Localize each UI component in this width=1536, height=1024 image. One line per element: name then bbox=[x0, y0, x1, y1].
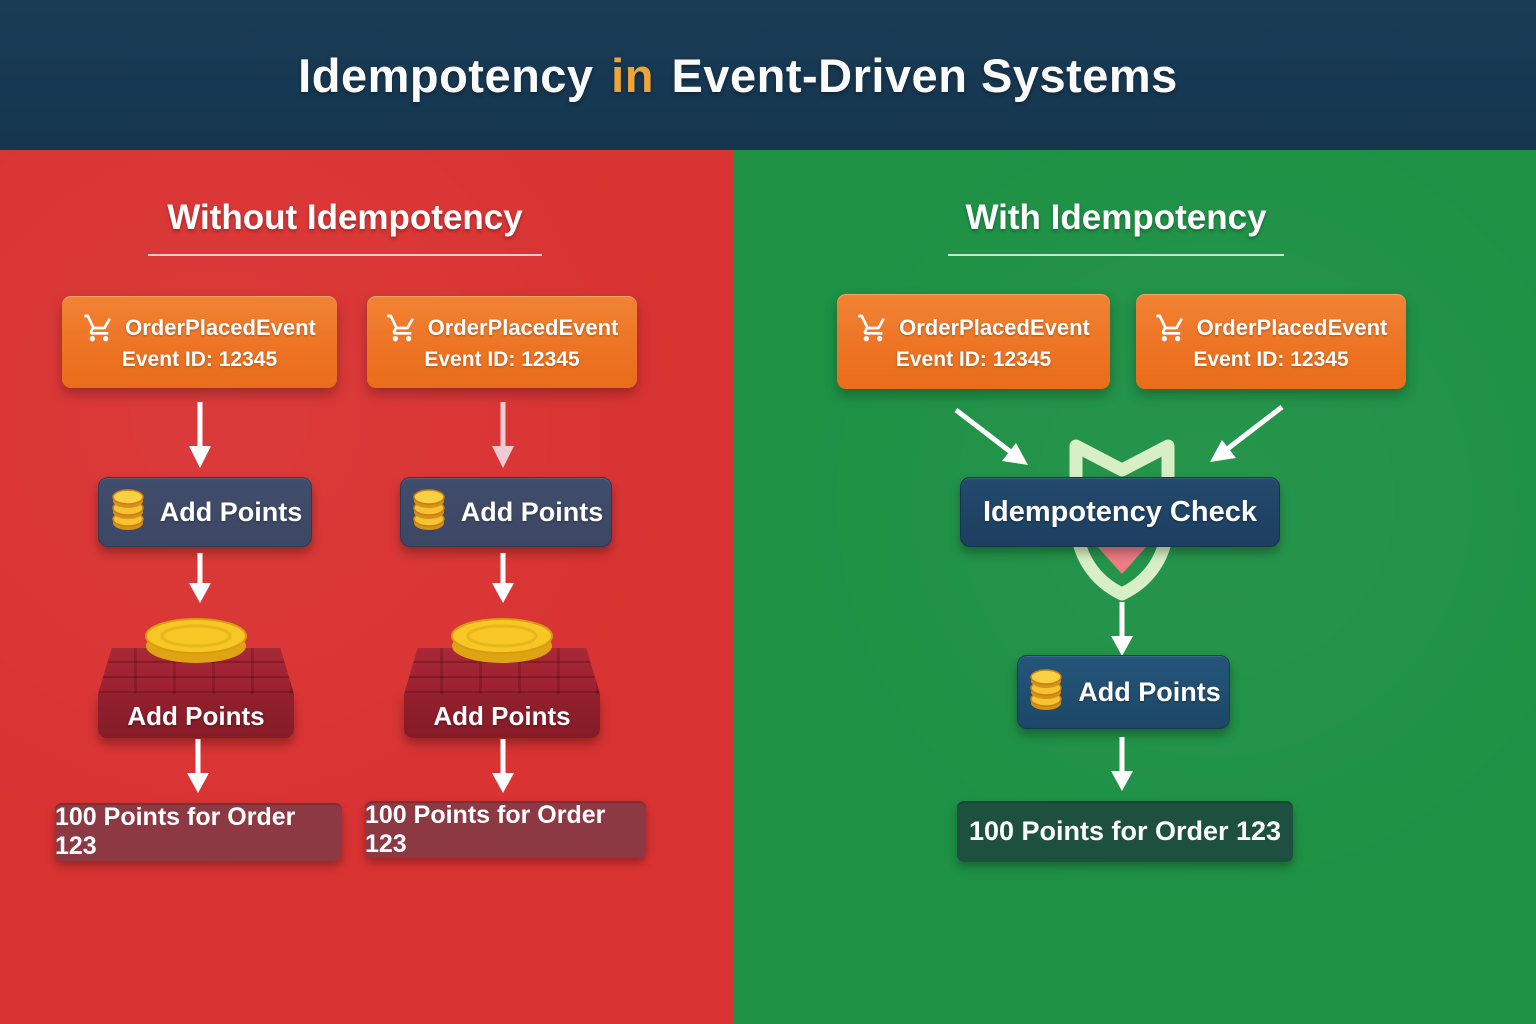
points-wallet: Add Points bbox=[404, 606, 600, 738]
result-badge: 100 Points for Order 123 bbox=[957, 801, 1293, 862]
coins-icon bbox=[108, 486, 148, 539]
event-node: OrderPlacedEvent Event ID: 12345 bbox=[837, 294, 1110, 389]
cart-icon bbox=[857, 312, 889, 344]
event-node: OrderPlacedEvent Event ID: 12345 bbox=[367, 296, 637, 388]
heading-with-idempotency: With Idempotency bbox=[948, 198, 1284, 256]
event-title: OrderPlacedEvent bbox=[427, 315, 619, 340]
event-title: OrderPlacedEvent bbox=[125, 315, 316, 340]
add-points-handler: Add Points bbox=[400, 477, 612, 547]
event-id: Event ID: 12345 bbox=[121, 348, 278, 371]
handler-label: Add Points bbox=[159, 496, 303, 527]
arrow-down-icon bbox=[1111, 737, 1133, 791]
header: Idempotency in Event-Driven Systems bbox=[0, 0, 1536, 150]
add-points-handler: Add Points bbox=[98, 477, 312, 547]
brick-platform-base: Add Points bbox=[98, 694, 294, 738]
event-id: Event ID: 12345 bbox=[895, 347, 1052, 371]
event-node: OrderPlacedEvent Event ID: 12345 bbox=[1136, 294, 1406, 389]
result-badge: 100 Points for Order 123 bbox=[365, 801, 646, 858]
duplicate-blocked-icon bbox=[1095, 544, 1149, 574]
points-wallet: Add Points bbox=[98, 606, 294, 738]
arrow-down-icon bbox=[492, 553, 514, 603]
check-label: Idempotency Check bbox=[983, 495, 1257, 528]
coin-icon bbox=[446, 606, 558, 671]
cart-icon bbox=[386, 312, 418, 344]
handler-label: Add Points bbox=[460, 496, 604, 527]
result-label: 100 Points for Order 123 bbox=[365, 800, 606, 858]
panel-without-idempotency bbox=[0, 150, 733, 1024]
idempotency-check-node: Idempotency Check bbox=[960, 477, 1280, 547]
arrow-down-icon bbox=[1111, 602, 1133, 656]
title-prefix: Idempotency bbox=[298, 48, 594, 102]
coins-icon bbox=[1026, 666, 1066, 719]
event-title: OrderPlacedEvent bbox=[1196, 314, 1388, 340]
heading-without-idempotency: Without Idempotency bbox=[148, 198, 542, 256]
brick-platform-base: Add Points bbox=[404, 694, 600, 738]
event-id: Event ID: 12345 bbox=[1193, 347, 1349, 371]
cart-icon bbox=[83, 312, 115, 344]
add-points-handler: Add Points bbox=[1017, 655, 1230, 729]
title-highlight: in bbox=[611, 48, 654, 102]
cart-icon bbox=[1155, 312, 1187, 344]
result-label: 100 Points for Order 123 bbox=[55, 803, 296, 860]
coins-icon bbox=[409, 486, 449, 539]
arrow-down-icon bbox=[189, 402, 211, 468]
wallet-label: Add Points bbox=[433, 700, 571, 731]
arrow-down-icon bbox=[492, 739, 514, 793]
event-id: Event ID: 12345 bbox=[424, 348, 580, 371]
arrow-diagonal-icon bbox=[1210, 405, 1284, 462]
wallet-label: Add Points bbox=[127, 700, 265, 731]
arrow-diagonal-icon bbox=[954, 408, 1028, 465]
arrow-down-icon bbox=[187, 739, 209, 793]
event-node-header: OrderPlacedEvent bbox=[1155, 312, 1388, 344]
page-title: Idempotency in Event-Driven Systems bbox=[298, 48, 1178, 103]
event-node: OrderPlacedEvent Event ID: 12345 bbox=[62, 296, 337, 388]
arrow-down-icon bbox=[492, 402, 514, 468]
event-node-header: OrderPlacedEvent bbox=[386, 312, 619, 344]
arrow-down-icon bbox=[189, 553, 211, 603]
event-node-header: OrderPlacedEvent bbox=[83, 312, 316, 344]
coin-icon bbox=[140, 606, 252, 671]
result-badge: 100 Points for Order 123 bbox=[55, 803, 342, 861]
event-title: OrderPlacedEvent bbox=[899, 314, 1090, 340]
result-label: 100 Points for Order 123 bbox=[968, 816, 1282, 846]
handler-label: Add Points bbox=[1078, 676, 1221, 707]
event-node-header: OrderPlacedEvent bbox=[857, 312, 1090, 344]
title-suffix: Event-Driven Systems bbox=[671, 48, 1178, 102]
